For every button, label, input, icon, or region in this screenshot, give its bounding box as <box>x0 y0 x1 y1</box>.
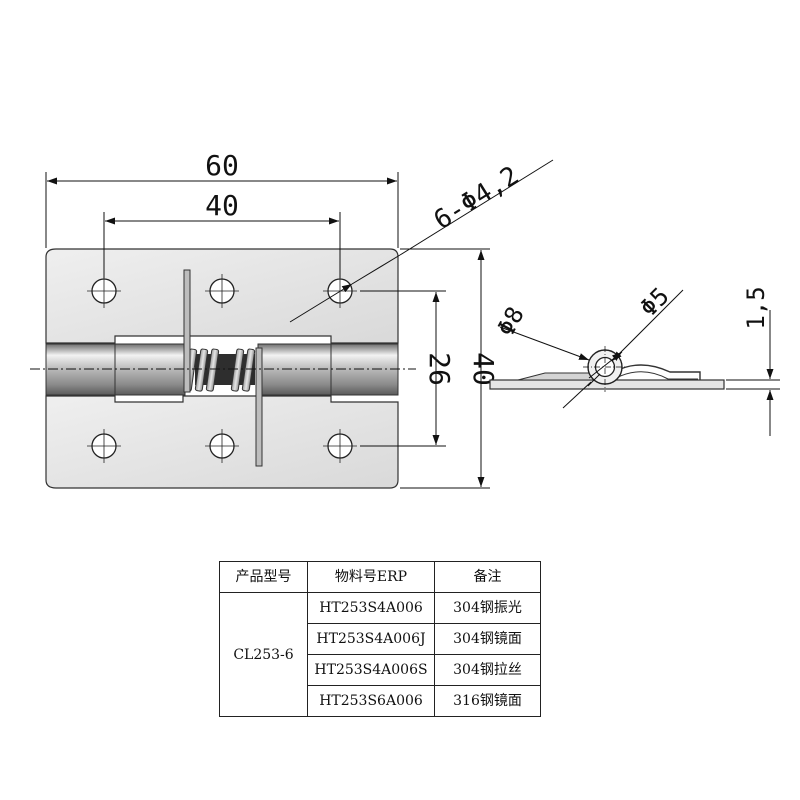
cell-note: 304钢镜面 <box>434 623 541 655</box>
table-row: HT253S4A006J 304钢镜面 <box>220 623 541 655</box>
table-header-row: 产品型号 物料号ERP 备注 <box>219 561 541 593</box>
hole <box>323 429 357 463</box>
dim-inner-diameter <box>587 289 684 387</box>
cell-erp: HT253S4A006S <box>307 654 435 686</box>
dim-width-overall-label: 60 <box>205 149 239 182</box>
spring-leg-upper <box>183 269 191 393</box>
dim-thickness <box>726 310 780 436</box>
hole <box>205 429 239 463</box>
front-view: 60 40 6-Φ4,2 26 40 <box>30 149 554 489</box>
side-spring-wire <box>613 364 701 380</box>
table-row: HT253S4A006S 304钢拉丝 <box>220 654 541 686</box>
dim-height-inner-label: 26 <box>423 352 456 386</box>
side-view: Φ8 Φ5 1,5 <box>489 282 780 436</box>
dim-width-overall <box>45 172 399 248</box>
dim-outer-diameter-label: Φ8 <box>492 302 530 341</box>
spring-leg-lower <box>255 347 263 467</box>
table-row: HT253S6A006 316钢镜面 <box>220 685 541 717</box>
dim-thickness-label: 1,5 <box>742 286 770 329</box>
mounting-holes <box>87 274 357 463</box>
hole <box>87 274 121 308</box>
side-upper-leaf <box>517 372 599 381</box>
header-model: 产品型号 <box>219 561 308 593</box>
cell-erp: HT253S4A006 <box>307 592 435 624</box>
header-erp: 物料号ERP <box>307 561 435 593</box>
cell-note: 304钢振光 <box>434 592 541 624</box>
dim-hole-pitch-label: 40 <box>205 189 239 222</box>
table-row: CL253-6 HT253S4A006 304钢振光 <box>219 592 541 717</box>
cell-erp: HT253S4A006J <box>307 623 435 655</box>
product-table: 产品型号 物料号ERP 备注 CL253-6 HT253S4A006 304钢振… <box>219 561 541 717</box>
dim-hole-callout <box>289 159 554 323</box>
cell-note: 304钢拉丝 <box>434 654 541 686</box>
cell-erp: HT253S6A006 <box>307 685 435 717</box>
cell-model: CL253-6 <box>219 592 308 717</box>
hole <box>87 429 121 463</box>
dim-height-inner <box>360 290 446 447</box>
header-note: 备注 <box>434 561 541 593</box>
dim-hole-pitch <box>103 212 341 278</box>
dim-inner-diameter-label: Φ5 <box>634 282 674 322</box>
cell-note: 316钢镜面 <box>434 685 541 717</box>
hole <box>205 274 239 308</box>
dim-hole-callout-label: 6-Φ4,2 <box>429 161 525 236</box>
side-spring-wire-2 <box>615 371 698 380</box>
dim-height-overall <box>400 248 490 489</box>
